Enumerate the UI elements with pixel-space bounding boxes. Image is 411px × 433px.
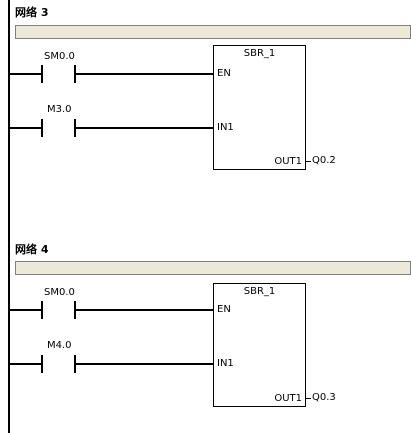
- wire: [76, 309, 214, 311]
- pin-in1: IN1: [217, 122, 234, 133]
- contact-left-bar[interactable]: [41, 301, 43, 319]
- wire: [10, 127, 41, 129]
- network-comment-bar[interactable]: [15, 25, 411, 39]
- contact-right-bar[interactable]: [74, 65, 76, 83]
- wire: [305, 398, 311, 399]
- output-address[interactable]: Q0.3: [312, 392, 336, 403]
- contact-right-bar[interactable]: [74, 119, 76, 137]
- network-title[interactable]: 网络 3: [15, 6, 49, 19]
- output-address[interactable]: Q0.2: [312, 155, 336, 166]
- pin-en: EN: [217, 68, 231, 79]
- contact-address: M3.0: [47, 104, 72, 115]
- wire: [76, 363, 214, 365]
- contact-left-bar[interactable]: [41, 65, 43, 83]
- pin-in1: IN1: [217, 358, 234, 369]
- contact-left-bar[interactable]: [41, 355, 43, 373]
- wire: [76, 73, 214, 75]
- contact-right-bar[interactable]: [74, 301, 76, 319]
- pin-out1: OUT1: [274, 156, 302, 167]
- block-name: SBR_1: [243, 48, 276, 59]
- wire: [10, 363, 41, 365]
- wire: [10, 309, 41, 311]
- wire: [76, 127, 214, 129]
- contact-address: SM0.0: [44, 51, 75, 62]
- network-title[interactable]: 网络 4: [15, 243, 49, 256]
- network-comment-bar[interactable]: [15, 261, 411, 275]
- subroutine-block[interactable]: SBR_1 EN IN1 OUT1: [213, 45, 306, 170]
- block-name: SBR_1: [243, 286, 276, 297]
- pin-en: EN: [217, 304, 231, 315]
- subroutine-block[interactable]: SBR_1 EN IN1 OUT1: [213, 283, 306, 407]
- contact-left-bar[interactable]: [41, 119, 43, 137]
- left-power-rail: [8, 0, 10, 433]
- wire: [10, 73, 41, 75]
- wire: [305, 161, 311, 162]
- contact-right-bar[interactable]: [74, 355, 76, 373]
- contact-address: SM0.0: [44, 287, 75, 298]
- pin-out1: OUT1: [274, 393, 302, 404]
- contact-address: M4.0: [47, 340, 72, 351]
